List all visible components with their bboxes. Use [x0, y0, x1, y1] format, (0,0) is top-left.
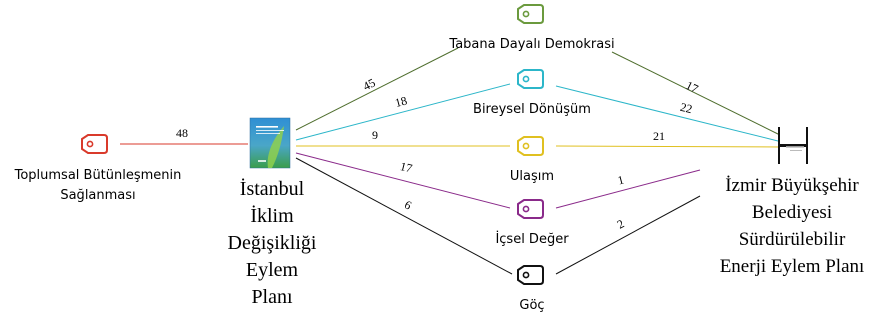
node-bireysel[interactable]: Bireysel Dönüşüm [473, 69, 591, 117]
node-label-line: İzmir Büyükşehir [725, 175, 859, 196]
tag-icon [517, 69, 544, 89]
weight-bireysel-izmir: 22 [679, 100, 694, 116]
edge-goc-izmir [555, 195, 701, 275]
weight-icsel-izmir: 1 [616, 172, 625, 187]
node-label-line: İklim [250, 204, 294, 227]
node-label: Bireysel Dönüşüm [473, 102, 591, 117]
weight-goc-izmir: 2 [615, 217, 627, 232]
tag-icon [517, 199, 544, 219]
node-label: Ulaşım [510, 169, 554, 184]
document-cover-icon [249, 117, 291, 169]
weight-istanbul-tabana: 45 [361, 75, 378, 93]
node-izmir[interactable]: İzmir Büyükşehir Belediyesi Sürdürülebil… [720, 127, 865, 277]
node-label: Tabana Dayalı Demokrasi [448, 37, 614, 52]
edge-istanbul-goc [295, 157, 513, 275]
weight-istanbul-ulasim: 9 [372, 128, 378, 142]
node-label: Göç [519, 298, 544, 313]
edge-bireysel-izmir [555, 85, 783, 143]
weight-istanbul-icsel: 17 [399, 159, 414, 175]
weight-istanbul-goc: 6 [402, 197, 414, 212]
node-label-line: Belediyesi [752, 202, 832, 223]
node-label-line: Sürdürülebilir [739, 229, 846, 250]
edge-icsel-izmir [555, 169, 701, 209]
edge-weights: 48 45 18 9 17 6 17 22 21 1 2 [176, 75, 700, 231]
edge-istanbul-tabana [295, 47, 459, 131]
weight-istanbul-bireysel: 18 [393, 93, 408, 110]
document-cover-icon [778, 127, 808, 164]
node-label-line: Değişikliği [228, 232, 317, 254]
node-label: İçsel Değer [495, 231, 569, 247]
edge-istanbul-bireysel [295, 83, 511, 141]
node-toplumsal[interactable]: Toplumsal Bütünleşmenin Sağlanması [14, 134, 182, 203]
node-label-line: Enerji Eylem Planı [720, 256, 865, 277]
node-label-line: Eylem [246, 259, 299, 281]
node-label-line: Toplumsal Bütünleşmenin [14, 168, 182, 183]
node-label-line: Sağlanması [60, 188, 135, 203]
edge-tabana-izmir [611, 51, 783, 137]
node-ulasim[interactable]: Ulaşım [510, 136, 554, 184]
node-istanbul[interactable]: İstanbul İklim Değişikliği Eylem Planı [228, 117, 317, 308]
node-label-line: İstanbul [240, 177, 305, 200]
node-tabana[interactable]: Tabana Dayalı Demokrasi [448, 4, 615, 52]
node-label-line: Planı [251, 286, 293, 308]
weight-ulasim-izmir: 21 [653, 129, 665, 143]
edge-istanbul-icsel [295, 152, 511, 209]
weight-tabana-izmir: 17 [684, 78, 701, 96]
edges [120, 47, 783, 275]
tag-icon [517, 265, 544, 285]
tag-icon [81, 134, 108, 154]
weight-left-istanbul: 48 [176, 126, 188, 140]
tag-icon [517, 136, 544, 156]
tag-icon [517, 4, 544, 24]
edge-ulasim-izmir [555, 145, 783, 148]
node-goc[interactable]: Göç [517, 265, 545, 313]
node-icsel[interactable]: İçsel Değer [495, 199, 569, 247]
